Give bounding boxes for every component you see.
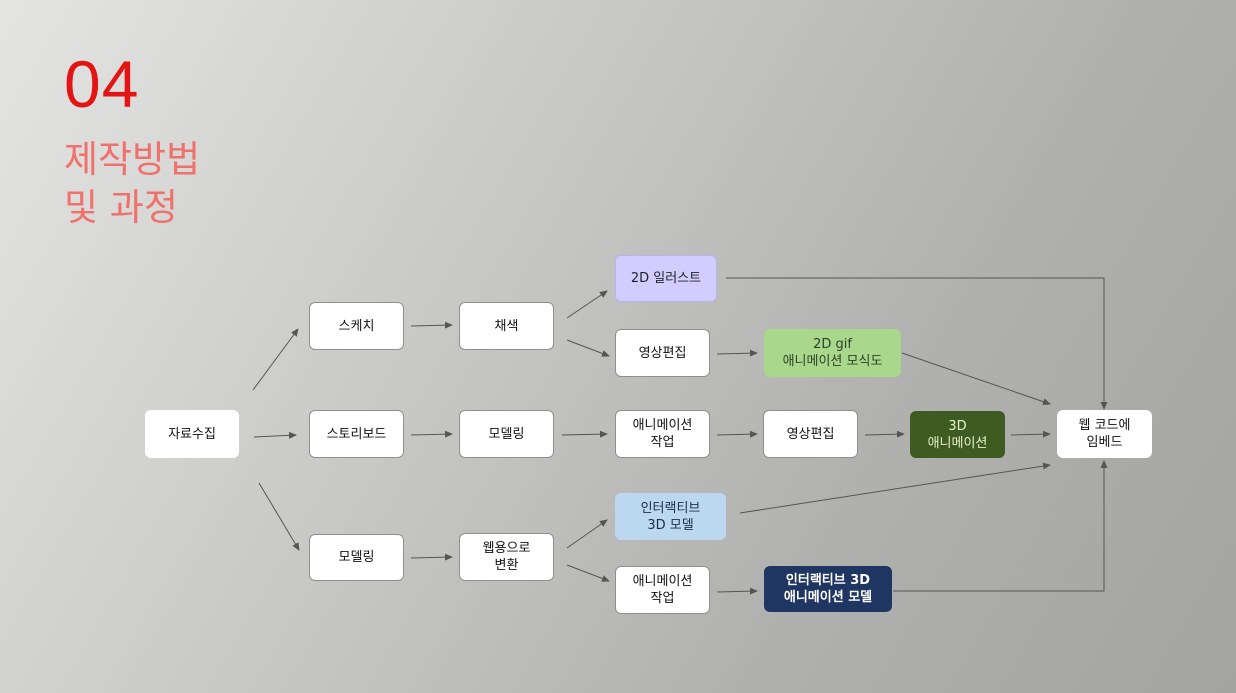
arrow-research-storyboard [253, 431, 297, 439]
section-number: 04 [64, 47, 140, 121]
arrow-webconvert-interactive [566, 519, 608, 549]
section-title: 제작방법 및 과정 [64, 136, 200, 232]
node-sketch: 스케치 [309, 302, 404, 350]
arrow-research-sketch [252, 328, 299, 391]
arrow-animation-videoedit [716, 430, 758, 438]
node-interactive-3d: 인터랙티브 3D 모델 [615, 493, 726, 540]
node-coloring: 채색 [459, 302, 554, 350]
node-storyboard: 스토리보드 [309, 410, 404, 458]
node-modeling-b: 모델링 [309, 534, 404, 581]
arrow-animation-interactiveanim [716, 587, 758, 595]
node-web-embed: 웹 코드에 임베드 [1057, 410, 1152, 458]
node-animation-b: 애니메이션 작업 [615, 566, 710, 614]
arrow-videoedit-3danim [864, 430, 905, 438]
arrow-3danim-embed [1010, 430, 1051, 438]
node-video-edit-b: 영상편집 [763, 410, 858, 458]
arrow-interactiveanim-embed [893, 460, 1108, 592]
node-animation-a: 애니메이션 작업 [615, 410, 710, 458]
node-web-convert: 웹용으로 변환 [459, 533, 554, 581]
section-title-line2: 및 과정 [64, 186, 178, 229]
arrow-modeling-webconvert [410, 553, 453, 561]
arrow-gif-embed [901, 352, 1051, 406]
node-gif-2d: 2D gif 애니메이션 모식도 [764, 329, 901, 377]
node-interactive-anim-3d: 인터랙티브 3D 애니메이션 모델 [764, 566, 892, 612]
arrow-illust-embed [726, 277, 1108, 410]
node-illust-2d: 2D 일러스트 [615, 255, 717, 302]
arrow-sketch-coloring [410, 321, 453, 329]
arrow-storyboard-modeling [410, 430, 453, 438]
node-video-edit-a: 영상편집 [615, 329, 710, 377]
arrow-coloring-illust [566, 290, 608, 319]
arrow-modeling-animation [561, 430, 608, 438]
arrow-webconvert-animation [566, 564, 610, 582]
arrow-videoedit-gif [716, 349, 758, 357]
node-research: 자료수집 [145, 410, 239, 458]
arrow-research-modeling [258, 482, 300, 551]
section-title-line1: 제작방법 [64, 138, 201, 181]
node-modeling-a: 모델링 [459, 410, 554, 458]
arrow-coloring-videoedit [566, 339, 610, 357]
arrow-interactive-embed [739, 462, 1051, 514]
node-anim-3d: 3D 애니메이션 [910, 411, 1005, 458]
